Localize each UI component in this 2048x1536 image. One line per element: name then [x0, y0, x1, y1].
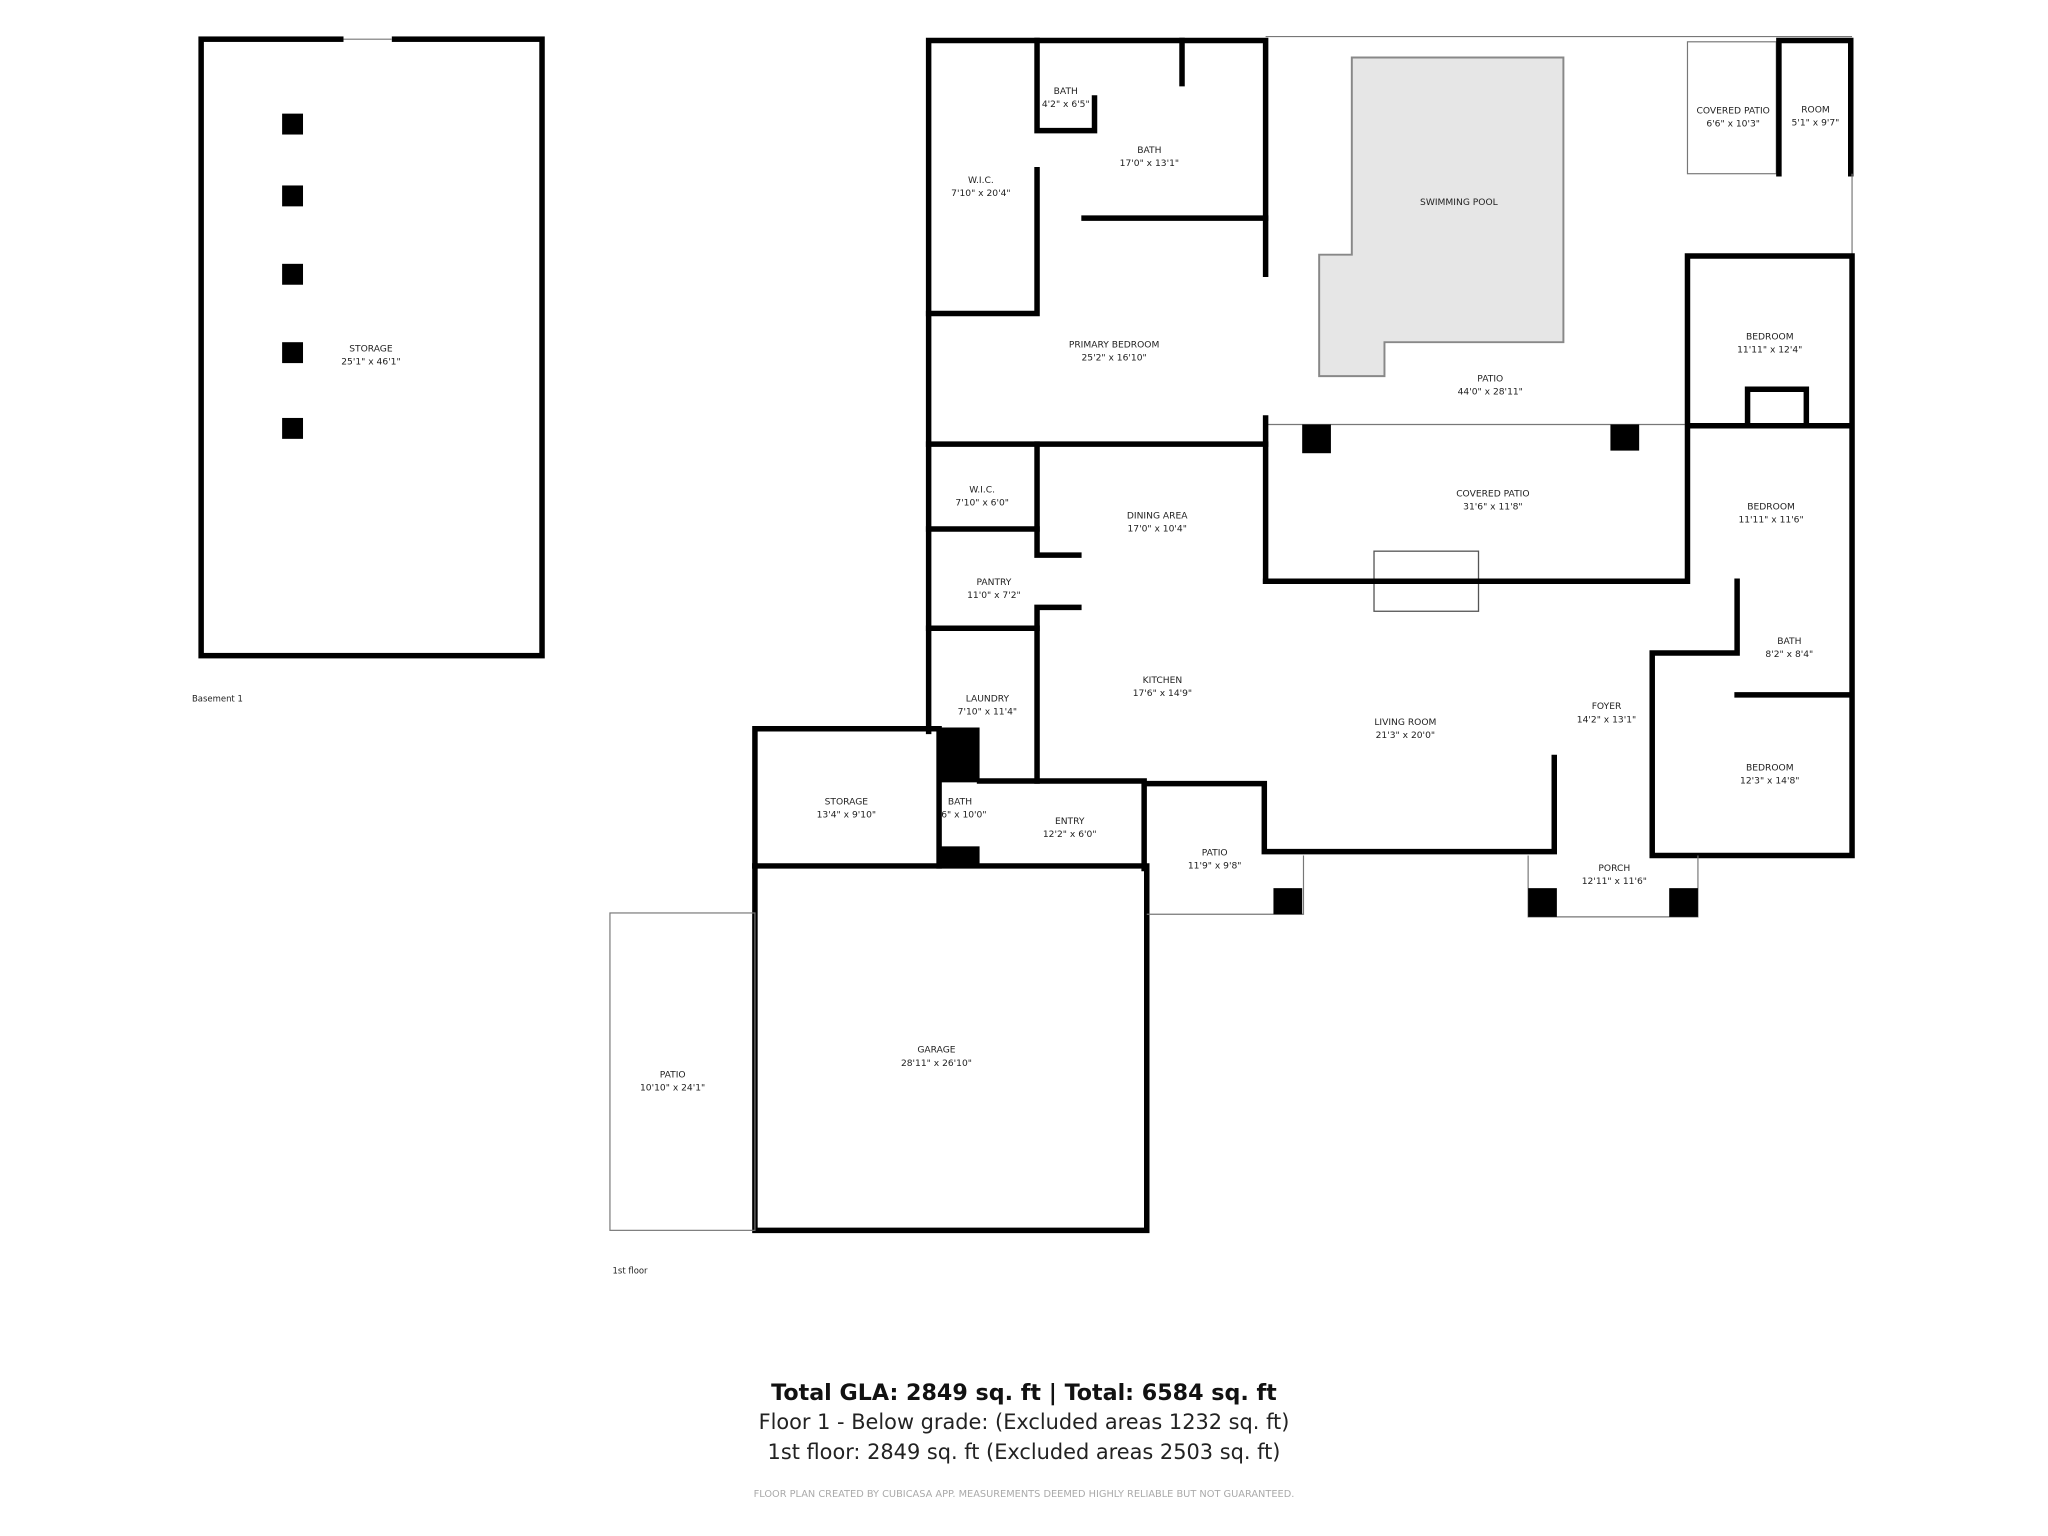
column [282, 342, 304, 364]
column [282, 113, 304, 135]
basement-floor-label: Basement 1 [192, 693, 243, 703]
swimming-pool [1318, 56, 1565, 378]
first-floor-area: 1st floor: 2849 sq. ft (Excluded areas 2… [768, 1440, 1281, 1464]
area-summary: Total GLA: 2849 sq. ft | Total: 6584 sq.… [754, 1380, 1295, 1500]
column [282, 417, 304, 439]
column [282, 263, 304, 285]
walls [609, 37, 1855, 1234]
total-area: Total GLA: 2849 sq. ft | Total: 6584 sq.… [771, 1380, 1277, 1406]
first-floor-label: 1st floor [613, 1265, 649, 1275]
room-name: STORAGE [349, 344, 393, 354]
basement-plan [198, 35, 545, 659]
disclaimer: FLOOR PLAN CREATED BY CUBICASA APP. MEAS… [754, 1489, 1295, 1500]
pool-area [1265, 35, 1854, 454]
column [282, 185, 304, 207]
svg-text:SWIMMING POOL: SWIMMING POOL [1420, 198, 1499, 208]
below-grade-area: Floor 1 - Below grade: (Excluded areas 1… [759, 1410, 1290, 1434]
svg-text:W.I.C.7'10" x 6'0": W.I.C.7'10" x 6'0" [955, 485, 1009, 508]
svg-text:W.I.C.7'10" x 20'4": W.I.C.7'10" x 20'4" [951, 176, 1010, 199]
